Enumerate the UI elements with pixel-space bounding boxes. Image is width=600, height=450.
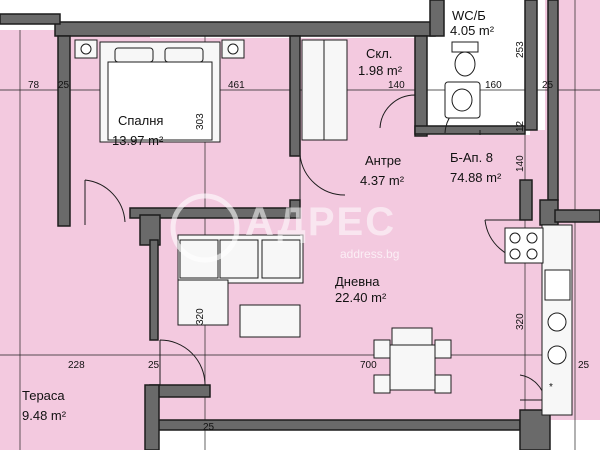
dim-25-d: 25 [578, 360, 590, 371]
storage-floor [355, 38, 425, 133]
dim-78: 78 [28, 80, 40, 91]
dim-12: 12 [515, 120, 526, 132]
room-area-bedroom: 13.97 m² [112, 133, 164, 148]
wall-bottom-right-column [519, 409, 551, 450]
dim-25-e: 25 [203, 422, 215, 433]
dim-253: 253 [515, 41, 526, 58]
door-living-terrace [159, 339, 206, 386]
room-area-terrace: 9.48 m² [22, 408, 67, 423]
toilet-icon [451, 41, 479, 77]
dim-320-b: 320 [515, 313, 526, 330]
dim-140-a: 140 [388, 80, 405, 91]
watermark: АДРЕС address.bg [170, 193, 399, 263]
hall-floor [300, 130, 550, 220]
watermark-brand: АДРЕС [245, 200, 396, 244]
wall-top-left-stub [0, 13, 61, 25]
stove-icon [504, 227, 544, 264]
room-area-apartment: 74.88 m² [450, 170, 502, 185]
wall-bedroom-left [57, 35, 71, 227]
door-storage [379, 94, 416, 130]
door-terrace [84, 179, 126, 225]
wall-kitchen-top [554, 209, 600, 223]
washer-icon [547, 312, 567, 365]
bed-icon [74, 39, 245, 143]
room-name-wc: WC/Б [452, 8, 486, 23]
wall-bedroom-right-lower [289, 199, 301, 219]
circle-a-logo-icon [170, 193, 240, 263]
room-area-storage: 1.98 m² [358, 63, 403, 78]
kitchen-star-icon: * [549, 382, 553, 393]
wall-wc-left [429, 0, 445, 37]
room-name-apartment: Б-Ап. 8 [450, 150, 493, 165]
wall-storage-right [414, 35, 428, 137]
wall-living-left [149, 239, 159, 341]
sofa-icon [177, 234, 304, 326]
room-name-hall: Антре [365, 153, 401, 168]
sink-icon [444, 81, 481, 119]
room-area-living: 22.40 m² [335, 290, 387, 305]
dim-25-a: 25 [58, 80, 70, 91]
wall-top [54, 21, 436, 37]
dim-461: 461 [228, 80, 245, 91]
wardrobe-icon [301, 39, 348, 141]
dim-228: 228 [68, 360, 85, 371]
dim-160: 160 [485, 80, 502, 91]
room-area-wc: 4.05 m² [450, 23, 495, 38]
wall-bedroom-right [289, 35, 301, 157]
dim-140-b: 140 [515, 155, 526, 172]
dining-table-icon [373, 327, 452, 394]
wall-bath-bottom [414, 125, 526, 135]
coffee-table-icon [239, 304, 301, 338]
dim-303: 303 [195, 113, 206, 130]
wall-bath-right [524, 0, 538, 131]
dim-25-b: 25 [542, 80, 554, 91]
room-name-living: Дневна [335, 274, 380, 289]
dim-700: 700 [360, 360, 377, 371]
watermark-url: address.bg [340, 247, 399, 261]
wall-right-top [547, 0, 559, 201]
room-area-hall: 4.37 m² [360, 173, 405, 188]
wall-hall-right [519, 179, 533, 221]
room-name-terrace: Тераса [22, 388, 65, 403]
wall-bottom-left-column [144, 384, 160, 450]
door-bedroom [299, 154, 346, 200]
dim-320-a: 320 [195, 308, 206, 325]
room-name-bedroom: Спалня [118, 113, 163, 128]
fridge-icon [544, 269, 571, 301]
room-name-storage: Скл. [366, 46, 392, 61]
dim-25-c: 25 [148, 360, 160, 371]
